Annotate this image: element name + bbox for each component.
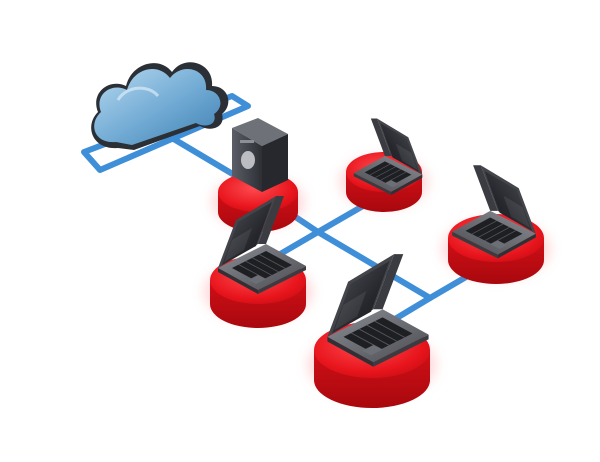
cloud-icon — [91, 62, 229, 150]
laptop-icon-2 — [218, 196, 306, 294]
server-tower-icon — [232, 118, 288, 192]
laptop-icon-1 — [353, 118, 423, 195]
laptop-icon-3 — [452, 165, 536, 259]
laptops — [218, 118, 536, 367]
link-cloud-server — [169, 135, 239, 179]
laptop-icon-4 — [327, 254, 429, 367]
link-hub-junction — [315, 229, 433, 301]
